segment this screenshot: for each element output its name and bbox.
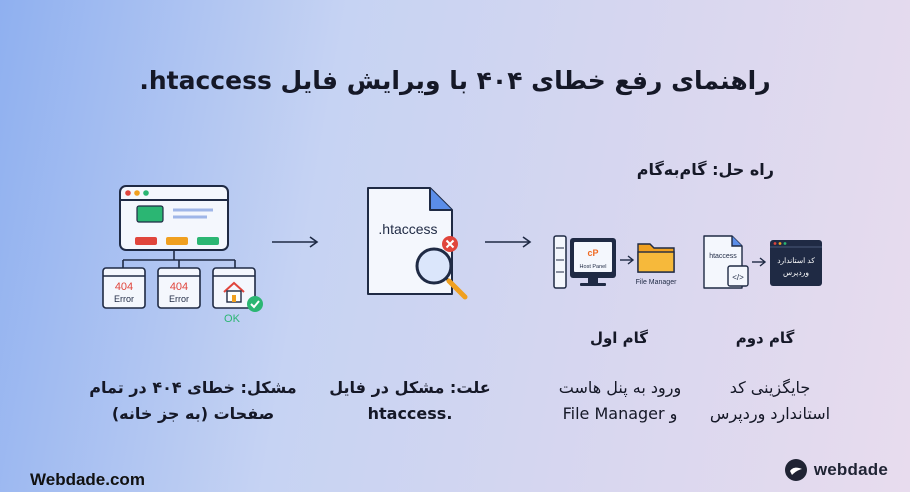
wp-code-line1: کد استاندارد: [777, 256, 815, 265]
step1-illustration: cP Host Panel File Manager: [553, 235, 678, 289]
code-window-icon: کد استاندارد وردپرس: [770, 240, 822, 286]
ok-label: OK: [224, 313, 241, 325]
htaccess-file-icon: htaccess </>: [703, 235, 749, 289]
browser-window-icon: [119, 185, 229, 251]
sitemap-lines: [122, 250, 236, 268]
step1-desc: ورود به پنل هاست و File Manager: [540, 375, 700, 427]
solution-heading: راه حل: گام‌به‌گام: [636, 160, 774, 179]
htaccess-file-label: .htaccess: [378, 221, 437, 237]
webdade-logo-icon: [784, 459, 807, 481]
cause-caption-line1: علت: مشکل در فایل: [329, 378, 491, 397]
step2-desc-line1: جایگزینی کد: [729, 378, 811, 397]
small-arrow-icon: [752, 257, 767, 267]
error-x-icon: [442, 236, 458, 252]
page-title: راهنمای رفع خطای ۴۰۴ با ویرایش فایل htac…: [139, 66, 771, 95]
problem-caption-line2: صفحات (به جز خانه): [111, 404, 275, 423]
step1-desc-line1: ورود به پنل هاست: [558, 378, 682, 397]
folder-icon: [637, 243, 675, 273]
arrow-right-icon: [272, 236, 319, 248]
error-page-icon: 404 Error: [102, 267, 146, 309]
logo-text: webdade: [813, 460, 888, 479]
cpanel-logo-icon: cP: [587, 248, 598, 258]
brand-logo: webdade: [784, 458, 888, 482]
step1-label: گام اول: [589, 329, 649, 347]
step2-desc-line2: استاندارد وردپرس: [709, 404, 831, 423]
host-panel-label: Host Panel: [580, 264, 607, 270]
error-page-icon: 404 Error: [157, 267, 201, 309]
error-code: 404: [115, 281, 133, 293]
problem-caption: مشکل: خطای ۴۰۴ در تمام صفحات (به جز خانه…: [88, 375, 298, 427]
cause-caption-line2: .htaccess: [367, 404, 453, 423]
arrow-right-icon: [485, 236, 532, 248]
problem-illustration: 404 Error 404 Error OK: [102, 185, 263, 325]
server-icon: [553, 235, 567, 289]
cause-caption: علت: مشکل در فایل .htaccess: [320, 375, 500, 427]
step2-label: گام دوم: [735, 329, 795, 347]
wp-code-line2: وردپرس: [783, 268, 809, 277]
error-code: 404: [170, 281, 188, 293]
step2-desc: جایگزینی کد استاندارد وردپرس: [690, 375, 850, 427]
cause-illustration: .htaccess: [367, 187, 468, 300]
step1-desc-line2: و File Manager: [562, 404, 678, 423]
magnifier-icon: [415, 247, 468, 300]
file-manager-label: File Manager: [636, 279, 678, 286]
small-arrow-icon: [620, 255, 635, 265]
check-icon: [247, 296, 263, 312]
site-url: Webdade.com: [30, 470, 145, 489]
step2-illustration: htaccess </> کد استاندارد وردپرس: [703, 235, 822, 289]
monitor-icon: cP Host Panel: [570, 238, 616, 286]
code-icon: </>: [732, 273, 744, 282]
error-word: Error: [169, 294, 189, 304]
htaccess-small-label: htaccess: [709, 253, 737, 260]
problem-caption-line1: مشکل: خطای ۴۰۴ در تمام: [89, 378, 297, 397]
home-page-icon: [212, 267, 256, 309]
error-word: Error: [114, 294, 134, 304]
